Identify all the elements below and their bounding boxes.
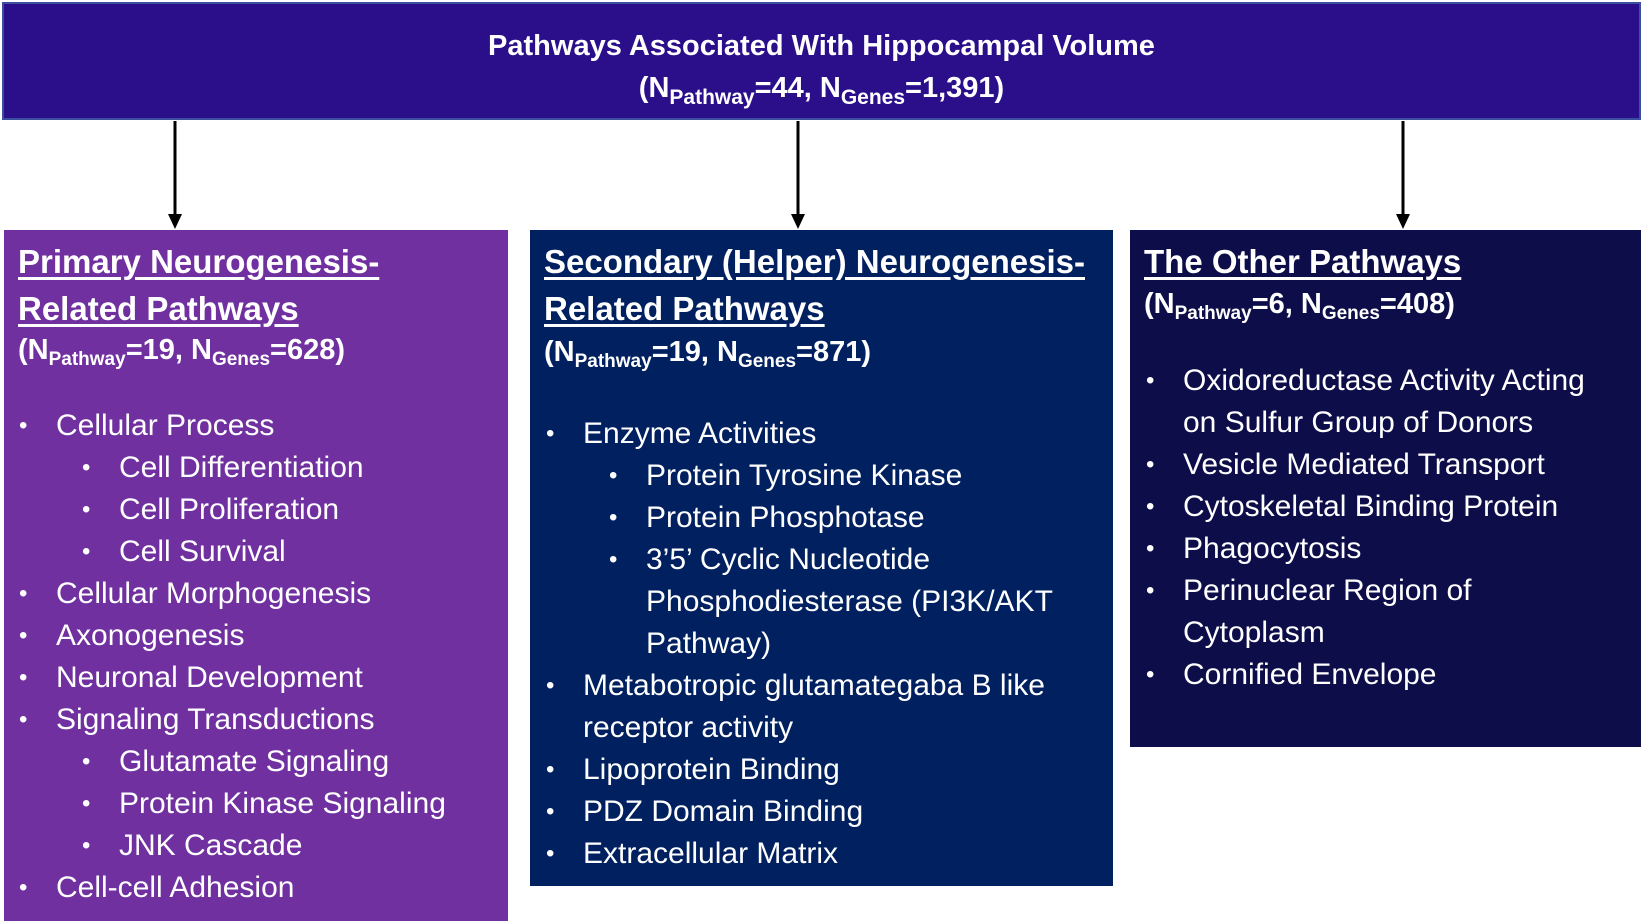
list-item: Protein Kinase Signaling <box>119 787 446 820</box>
bullet-icon: • <box>1146 451 1155 478</box>
bullet-icon: • <box>546 672 555 699</box>
list-item: Vesicle Mediated Transport <box>1183 448 1545 481</box>
bullet-icon: • <box>546 756 555 783</box>
bullet-icon: • <box>82 790 91 817</box>
secondary-pathways-box: Secondary (Helper) Neurogenesis- Related… <box>530 230 1113 886</box>
list-item: Axonogenesis <box>56 619 245 652</box>
list-item: Cytoplasm <box>1183 616 1325 649</box>
list-item: Phagocytosis <box>1183 532 1362 565</box>
primary-counts: (NPathway=19, NGenes=628) <box>18 334 346 370</box>
bullet-icon: • <box>546 798 555 825</box>
other-counts: (NPathway=6, NGenes=408) <box>1144 288 1455 324</box>
other-title: The Other Pathways <box>1144 243 1462 280</box>
bullet-icon: • <box>82 538 91 565</box>
bullet-icon: • <box>19 622 28 649</box>
list-item: PDZ Domain Binding <box>583 795 864 828</box>
bullet-icon: • <box>82 832 91 859</box>
bullet-icon: • <box>19 874 28 901</box>
connector-arrows <box>168 121 1410 229</box>
list-item: Cell Proliferation <box>119 493 340 526</box>
list-item: JNK Cascade <box>119 829 303 862</box>
bullet-icon: • <box>546 840 555 867</box>
bullet-icon: • <box>1146 493 1155 520</box>
list-item: Glutamate Signaling <box>119 745 390 778</box>
list-item: Cellular Process <box>56 409 275 442</box>
header-box: Pathways Associated With Hippocampal Vol… <box>2 2 1641 120</box>
bullet-icon: • <box>82 748 91 775</box>
arrow-to-secondary <box>791 121 805 229</box>
header-counts: (NPathway=44, NGenes=1,391) <box>638 72 1005 109</box>
bullet-icon: • <box>609 504 618 531</box>
bullet-icon: • <box>1146 661 1155 688</box>
bullet-icon: • <box>82 454 91 481</box>
list-item: Cellular Morphogenesis <box>56 577 372 610</box>
bullet-icon: • <box>19 664 28 691</box>
bullet-icon: • <box>19 706 28 733</box>
bullet-icon: • <box>546 420 555 447</box>
list-item: Protein Phosphotase <box>646 501 925 534</box>
bullet-icon: • <box>1146 367 1155 394</box>
secondary-title: Secondary (Helper) Neurogenesis- Related… <box>544 243 1085 327</box>
list-item: on Sulfur Group of Donors <box>1183 406 1534 439</box>
primary-pathways-box: Primary Neurogenesis- Related Pathways (… <box>4 230 508 921</box>
list-item: Phosphodiesterase (PI3K/AKT <box>646 585 1053 618</box>
list-item: Perinuclear Region of <box>1183 574 1472 607</box>
list-item: Pathway) <box>646 627 772 660</box>
arrow-to-primary <box>168 121 182 229</box>
bullet-icon: • <box>1146 577 1155 604</box>
bullet-icon: • <box>609 546 618 573</box>
arrow-to-other <box>1396 121 1410 229</box>
list-item: 3’5’ Cyclic Nucleotide <box>646 543 931 576</box>
header-title: Pathways Associated With Hippocampal Vol… <box>488 30 1155 62</box>
list-item: Cornified Envelope <box>1183 658 1437 691</box>
other-pathways-box: The Other Pathways (NPathway=6, NGenes=4… <box>1130 230 1641 747</box>
bullet-icon: • <box>1146 535 1155 562</box>
list-item: Signaling Transductions <box>56 703 375 736</box>
list-item: Protein Tyrosine Kinase <box>646 459 963 492</box>
list-item: Cell-cell Adhesion <box>56 871 295 904</box>
bullet-icon: • <box>609 462 618 489</box>
secondary-counts: (NPathway=19, NGenes=871) <box>544 336 872 372</box>
list-item: Cell Differentiation <box>119 451 364 484</box>
list-item: Lipoprotein Binding <box>583 753 840 786</box>
list-item: Metabotropic glutamategaba B like <box>583 669 1045 702</box>
list-item: Neuronal Development <box>56 661 363 694</box>
list-item: Enzyme Activities <box>583 417 817 450</box>
list-item: receptor activity <box>583 711 794 744</box>
bullet-icon: • <box>19 580 28 607</box>
list-item: Cell Survival <box>119 535 286 568</box>
list-item: Cytoskeletal Binding Protein <box>1183 490 1559 523</box>
list-item: Extracellular Matrix <box>583 837 839 870</box>
primary-title: Primary Neurogenesis- Related Pathways <box>18 243 380 327</box>
bullet-icon: • <box>82 496 91 523</box>
list-item: Oxidoreductase Activity Acting <box>1183 364 1585 397</box>
bullet-icon: • <box>19 412 28 439</box>
